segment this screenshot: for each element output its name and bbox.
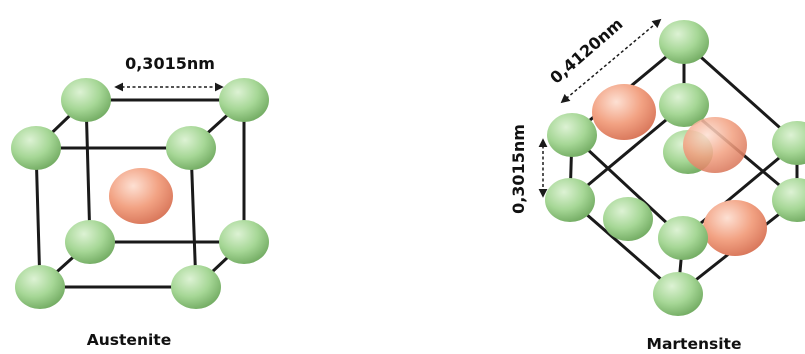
iron-atom bbox=[219, 78, 269, 122]
martensite-lattice-parameter-c: 0,3015nm bbox=[509, 124, 528, 214]
martensite-lattice-parameter-a: 0,4120nm bbox=[546, 14, 626, 87]
austenite-atoms bbox=[11, 78, 269, 309]
carbon-atom bbox=[592, 84, 656, 140]
iron-atom bbox=[659, 20, 709, 64]
austenite-lattice-parameter: 0,3015nm bbox=[125, 54, 215, 73]
iron-atom bbox=[653, 272, 703, 316]
martensite-structure: 0,4120nm 0,3015nm Martensite bbox=[509, 14, 805, 353]
iron-atom bbox=[545, 178, 595, 222]
iron-atom bbox=[65, 220, 115, 264]
iron-atom bbox=[61, 78, 111, 122]
iron-atom bbox=[547, 113, 597, 157]
iron-atom bbox=[658, 216, 708, 260]
martensite-a-dimension-arrow bbox=[560, 18, 662, 104]
iron-atom bbox=[171, 265, 221, 309]
carbon-atom bbox=[703, 200, 767, 256]
iron-atom bbox=[772, 178, 805, 222]
carbon-atom bbox=[683, 117, 747, 173]
carbon-atom bbox=[109, 168, 173, 224]
martensite-caption: Martensite bbox=[647, 335, 742, 353]
iron-atom bbox=[219, 220, 269, 264]
austenite-caption: Austenite bbox=[87, 331, 171, 349]
iron-atom bbox=[15, 265, 65, 309]
iron-atom bbox=[11, 126, 61, 170]
iron-atom bbox=[772, 121, 805, 165]
iron-atom bbox=[603, 197, 653, 241]
iron-atom bbox=[659, 83, 709, 127]
iron-atom bbox=[166, 126, 216, 170]
austenite-structure: 0,3015nm Austenite bbox=[11, 54, 269, 349]
